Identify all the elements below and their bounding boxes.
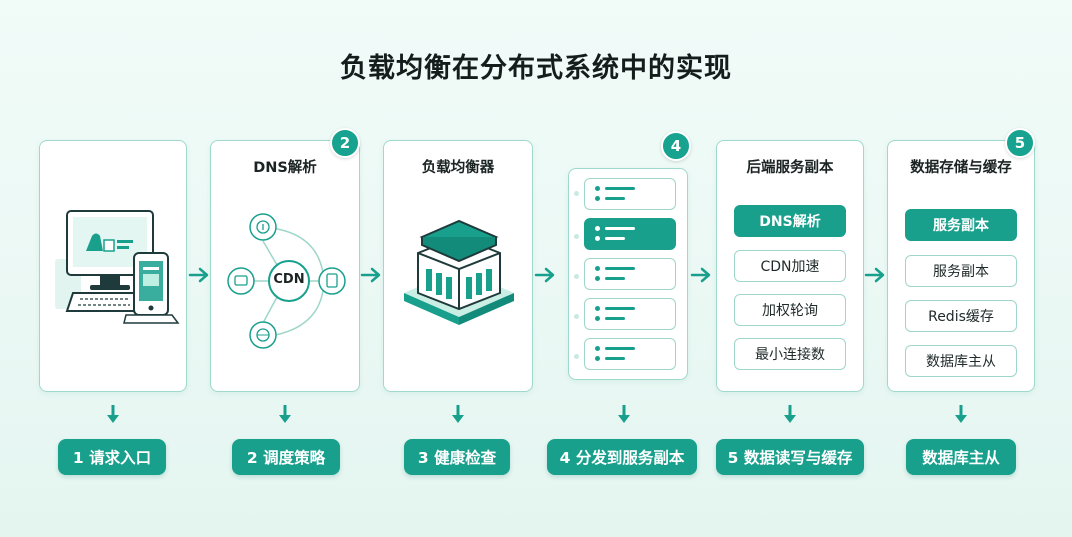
arrow-down-icon [618, 405, 630, 423]
server-unit [584, 338, 676, 370]
dns-cdn-diagram [227, 213, 346, 349]
backend-option[interactable]: DNS解析 [734, 205, 846, 237]
card-dns: DNS解析 CDN [210, 140, 360, 392]
card-backend-title: 后端服务副本 [746, 160, 834, 176]
step-badge-4: 4 [661, 131, 691, 161]
step-badge-5: 5 [1005, 128, 1035, 158]
arrow-right-icon [690, 267, 711, 283]
rack-dot [574, 354, 579, 359]
arrow-down-icon [279, 405, 291, 423]
backend-option[interactable]: CDN加速 [734, 250, 846, 282]
cdn-node-label: CDN [273, 272, 305, 287]
card-dns-title: DNS解析 [253, 160, 317, 176]
arrow-right-icon [534, 267, 555, 283]
load-balancer-icon [404, 219, 514, 325]
backend-option[interactable]: 最小连接数 [734, 338, 846, 370]
backend-option[interactable]: 加权轮询 [734, 294, 846, 326]
arrow-right-icon [360, 267, 381, 283]
server-unit [584, 258, 676, 290]
arrow-down-icon [107, 405, 119, 423]
arrow-down-icon [955, 405, 967, 423]
rack-dot [574, 234, 579, 239]
rack-dot [574, 191, 579, 196]
card-load-balancer-title: 负载均衡器 [421, 160, 495, 176]
card-storage-title: 数据存储与缓存 [910, 160, 1012, 176]
storage-option[interactable]: 数据库主从 [905, 345, 1017, 377]
arrow-down-icon [784, 405, 796, 423]
rack-dot [574, 314, 579, 319]
client-devices-icon [55, 210, 180, 324]
storage-option[interactable]: 服务副本 [905, 209, 1017, 241]
step-pill-1[interactable]: 1 请求入口 [58, 439, 166, 475]
rack-dot [574, 274, 579, 279]
server-unit-active [584, 218, 676, 250]
arrow-right-icon [864, 267, 885, 283]
card-client [39, 140, 187, 392]
server-unit [584, 178, 676, 210]
card-storage: 数据存储与缓存 服务副本 服务副本 Redis缓存 数据库主从 [887, 140, 1035, 392]
card-load-balancer: 负载均衡器 [383, 140, 533, 392]
arrow-down-icon [452, 405, 464, 423]
storage-option[interactable]: Redis缓存 [905, 300, 1017, 332]
arrow-right-icon [188, 267, 209, 283]
storage-option[interactable]: 服务副本 [905, 255, 1017, 287]
step-badge-2: 2 [330, 128, 360, 158]
step-pill-4[interactable]: 4 分发到服务副本 [547, 439, 697, 475]
card-backend: 后端服务副本 DNS解析 CDN加速 加权轮询 最小连接数 [716, 140, 864, 392]
step-pill-5[interactable]: 5 数据读写与缓存 [716, 439, 864, 475]
step-pill-2[interactable]: 2 调度策略 [232, 439, 340, 475]
page-title: 负载均衡在分布式系统中的实现 [340, 53, 732, 84]
server-unit [584, 298, 676, 330]
step-pill-6[interactable]: 数据库主从 [906, 439, 1016, 475]
step-pill-3[interactable]: 3 健康检查 [404, 439, 510, 475]
